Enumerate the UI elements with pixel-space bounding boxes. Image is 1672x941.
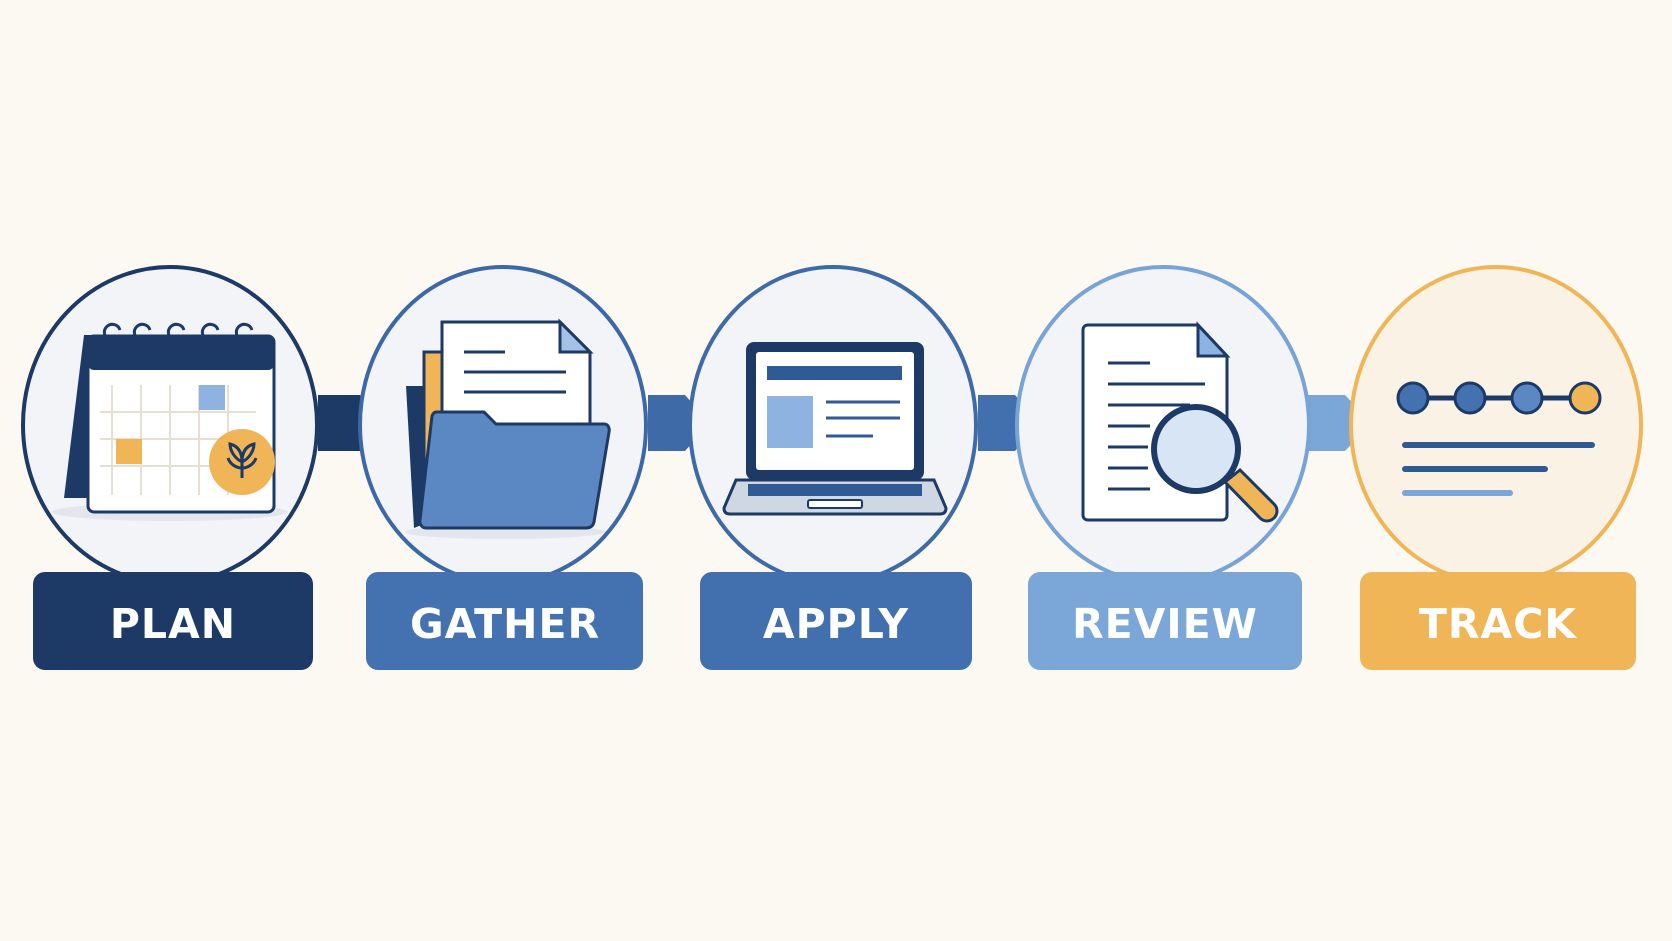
step-label: REVIEW [1072,600,1258,648]
progress-icon [1396,381,1602,496]
step-label: TRACK [1419,600,1578,648]
step-label-box [1360,572,1636,670]
step-label: GATHER [410,600,600,648]
step-plan: PLAN [21,265,319,670]
step-track: TRACK [1349,265,1643,670]
milestone-dot [1453,381,1487,415]
milestone-dot [1510,381,1544,415]
milestone-dot [1568,381,1602,415]
step-apply: APPLY [688,265,978,670]
step-circle [1349,265,1643,585]
calendar-icon [52,322,288,521]
step-label: APPLY [763,600,910,648]
step-gather: GATHER [358,265,648,670]
laptop-icon [722,342,948,516]
step-label-box [366,572,643,670]
step-label-box [700,572,972,670]
folder-icon [405,318,611,539]
step-label-box [33,572,313,670]
step-label-box [1028,572,1302,670]
step-label: PLAN [110,600,236,648]
leaf-icon [226,442,258,478]
magnifier-icon [1081,321,1279,523]
milestone-dot [1396,381,1430,415]
step-review: REVIEW [1015,265,1311,670]
